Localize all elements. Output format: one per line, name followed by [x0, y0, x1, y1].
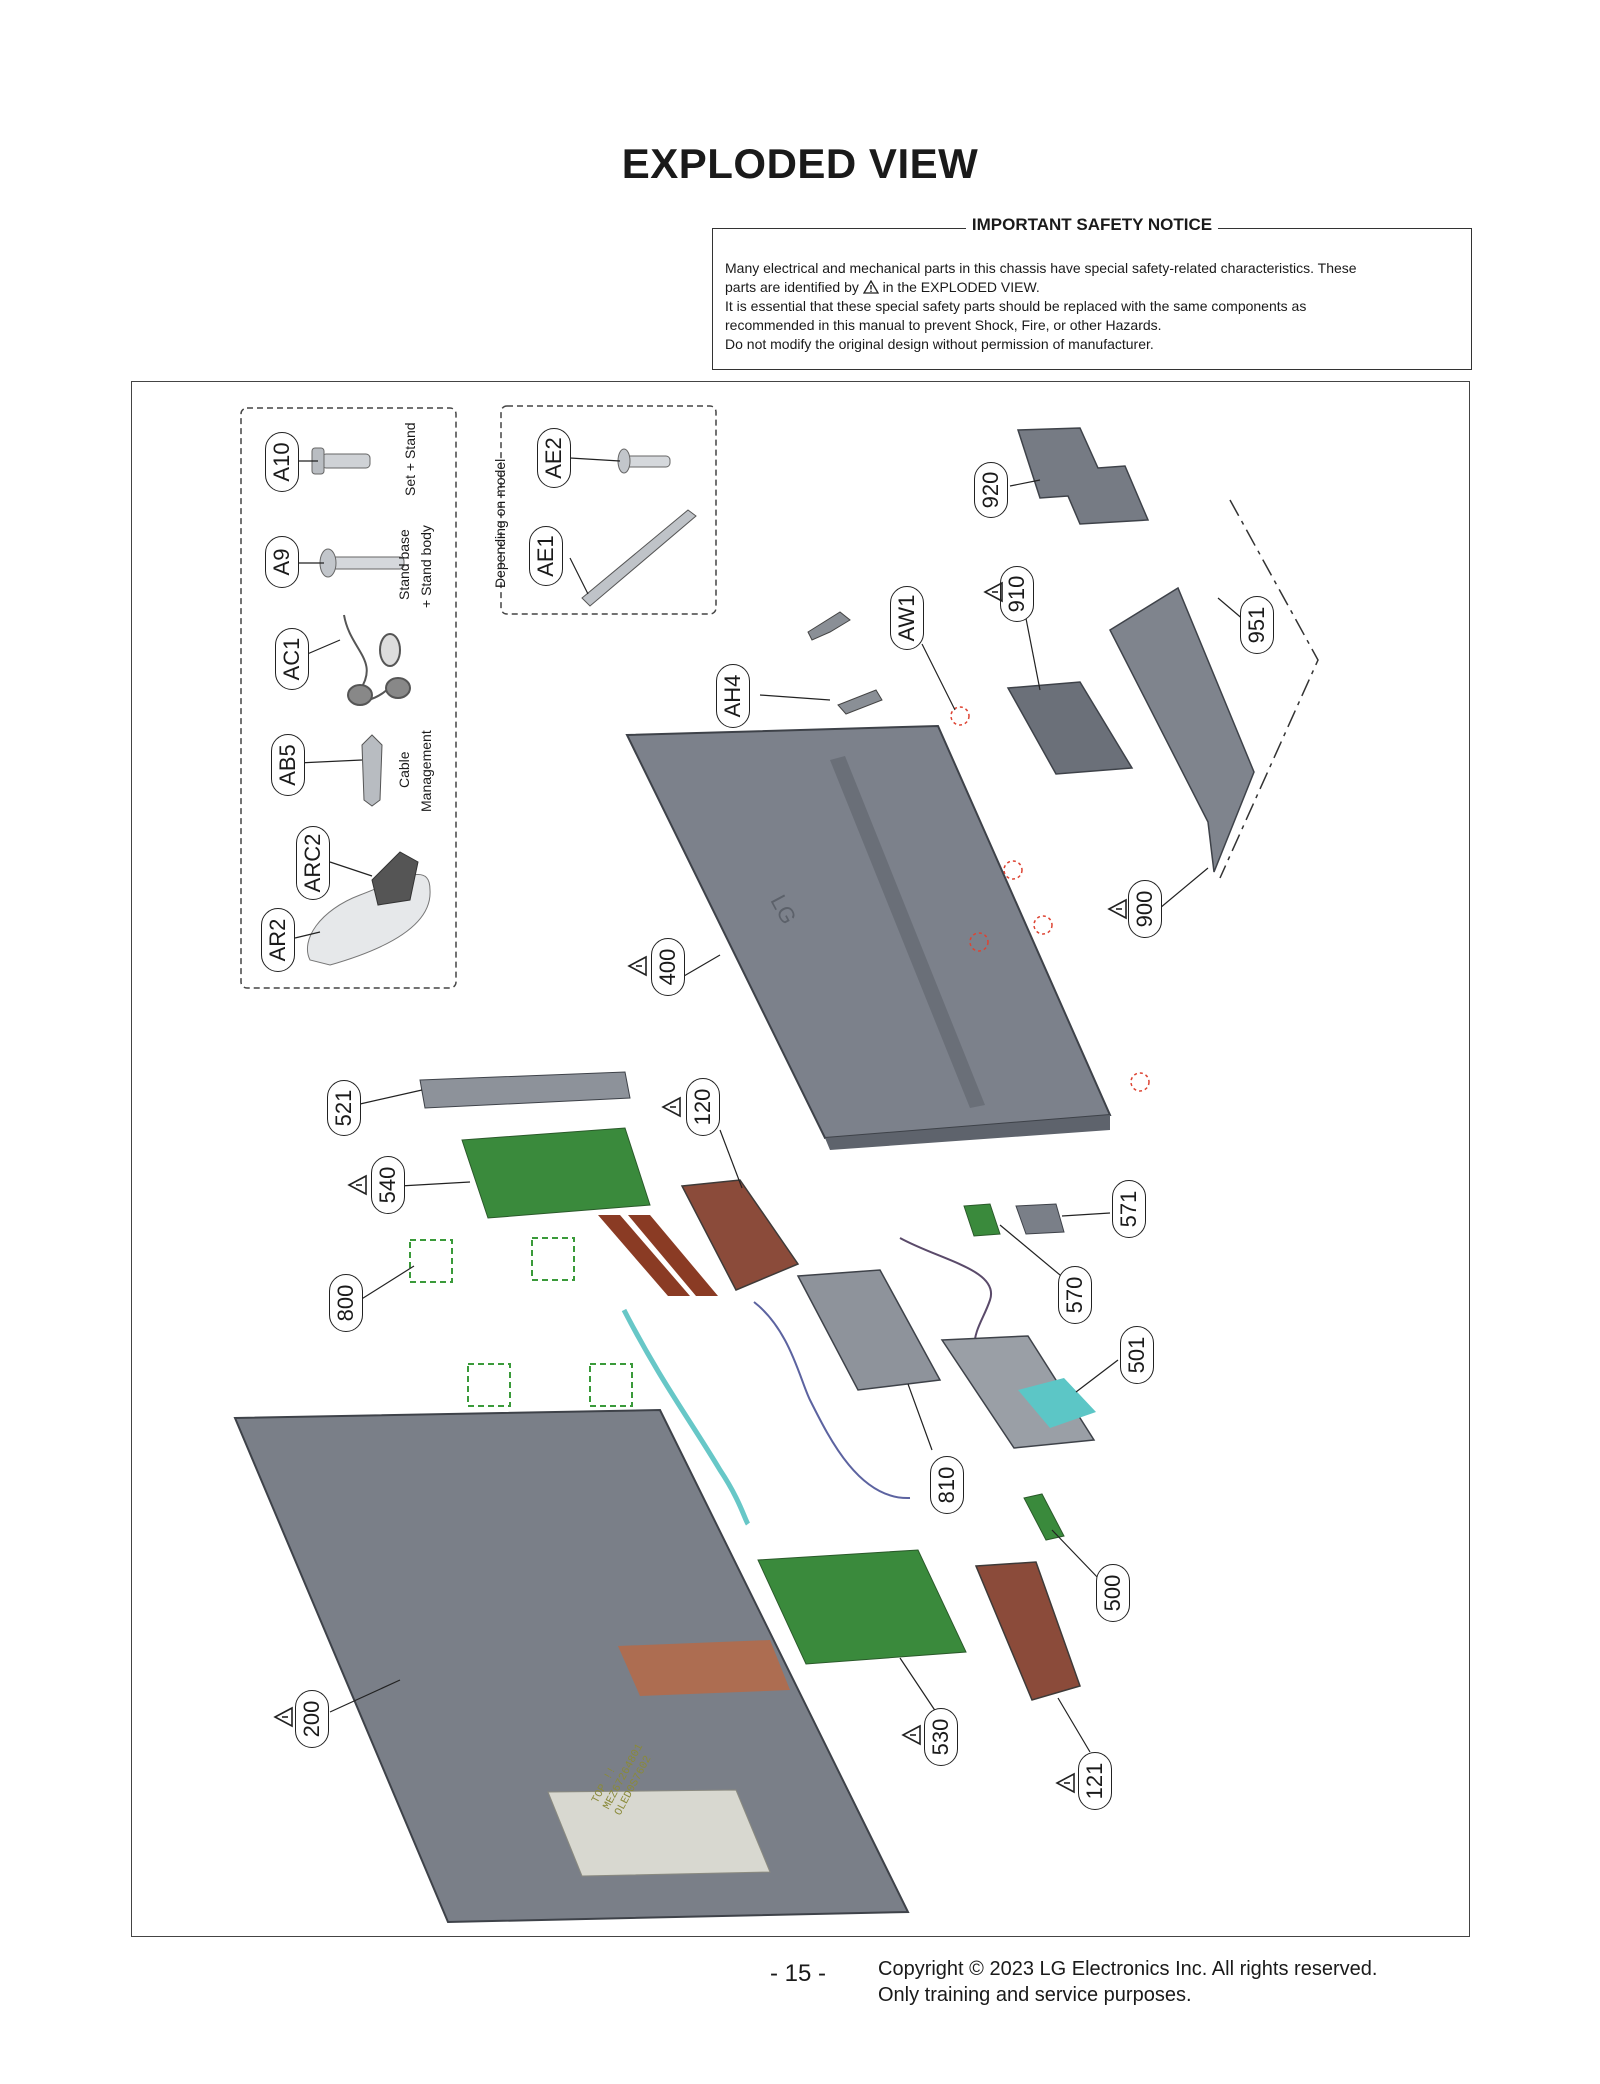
screw-marker [1130, 1072, 1150, 1092]
leader-lines [294, 457, 1259, 1753]
part-label-530: 530 [924, 1708, 958, 1766]
exploded-view-frame [131, 381, 1470, 1937]
ffc-cable-part [598, 1215, 690, 1296]
safety-notice-box: IMPORTANT SAFETY NOTICE Many electrical … [712, 215, 1472, 370]
part-label-200: 200 [295, 1690, 329, 1748]
speaker-right-part [974, 1561, 1081, 1701]
page-number: - 15 - [770, 1960, 827, 1987]
part-label-810: 810 [930, 1456, 964, 1514]
lvds-cable-part [621, 1308, 751, 1526]
part-label-ab5: AB5 [271, 734, 305, 796]
screw-ae2-icon [617, 448, 671, 474]
stand-outline [1219, 499, 1319, 879]
part-label-800: 800 [329, 1274, 363, 1332]
wire-harness-part [753, 1301, 911, 1500]
copyright-line: Copyright © 2023 LG Electronics Inc. All… [878, 1958, 1378, 1980]
safety-notice-line: It is essential that these special safet… [725, 298, 1307, 314]
part-label-a9: A9 [265, 536, 299, 588]
cable-clip-icon [361, 734, 383, 807]
back-cover-part: LG [625, 724, 1112, 1150]
center-bracket-part [796, 1269, 942, 1391]
note-cable: Cable [396, 751, 412, 788]
part-label-a10: A10 [265, 432, 299, 492]
part-label-ae1: AE1 [529, 526, 563, 586]
safety-notice-line: in the EXPLODED VIEW. [882, 279, 1040, 295]
remote-control-icon [306, 851, 431, 966]
screw-marker [1003, 860, 1023, 880]
part-label-900: 900 [1128, 880, 1162, 938]
part-label-aw1: AW1 [890, 586, 924, 650]
warning-triangle-icon [901, 1724, 921, 1746]
clip-box [589, 1363, 633, 1407]
note-stand-body: + Stand body [418, 525, 434, 608]
screw-marker [950, 706, 970, 726]
part-label-400: 400 [651, 938, 685, 996]
note-depending-on-model: Depending on model [492, 458, 508, 588]
part-label-120: 120 [686, 1078, 720, 1136]
hook-ah4-part [837, 689, 883, 715]
note-management: Management [418, 730, 434, 812]
safety-notice-heading: IMPORTANT SAFETY NOTICE [965, 215, 1219, 234]
clip-box [467, 1363, 511, 1407]
part-label-ar2: AR2 [261, 908, 295, 972]
board-bracket-part [419, 1071, 631, 1109]
power-heatsink-part [1018, 1378, 1096, 1428]
page-title: EXPLODED VIEW [621, 140, 979, 187]
hook-part [807, 611, 851, 641]
display-panel-part [233, 1408, 910, 1924]
part-label-951: 951 [1240, 596, 1274, 654]
stand-body-part [1006, 681, 1134, 775]
note-stand-base: Stand base [396, 529, 412, 600]
ir-board-part [963, 1203, 1001, 1237]
warning-triangle-icon [862, 280, 879, 294]
part-label-501: 501 [1120, 1326, 1154, 1384]
optional-parts-box [500, 405, 717, 615]
tcon-board-part [757, 1549, 967, 1665]
part-label-521: 521 [327, 1080, 361, 1136]
safety-notice-line: Many electrical and mechanical parts in … [725, 260, 1357, 276]
clip-box [531, 1237, 575, 1281]
safety-notice-line: recommended in this manual to prevent Sh… [725, 317, 1162, 333]
screw-marker [1033, 915, 1053, 935]
part-label-arc2: ARC2 [296, 826, 330, 900]
safety-notice-body: Many electrical and mechanical parts in … [725, 259, 1459, 354]
speaker-left-part [680, 1179, 800, 1291]
stand-plate-part [1016, 427, 1150, 525]
warning-triangle-icon [1055, 1772, 1075, 1794]
screw-a9-icon [319, 548, 405, 578]
safety-notice-line: parts are identified by [725, 279, 859, 295]
stand-base-part [1109, 586, 1255, 873]
part-label-571: 571 [1112, 1180, 1146, 1238]
part-label-ae2: AE2 [537, 428, 571, 488]
note-set-stand: Set + Stand [402, 422, 418, 496]
power-cord-icon [343, 614, 411, 706]
part-label-540: 540 [371, 1156, 405, 1214]
part-label-ah4: AH4 [716, 664, 750, 728]
bracket-ae1-icon [581, 509, 697, 607]
ir-bracket-part [1015, 1203, 1065, 1235]
part-label-121: 121 [1078, 1752, 1112, 1810]
warning-triangle-icon [347, 1174, 367, 1196]
ffc-cable-part [628, 1215, 718, 1296]
screw-marker [969, 932, 989, 952]
small-board-part [1023, 1493, 1065, 1541]
part-label-500: 500 [1096, 1564, 1130, 1622]
part-label-920: 920 [974, 462, 1008, 518]
copyright-line: Only training and service purposes. [878, 1984, 1192, 2006]
screw-a10-icon [311, 447, 371, 475]
safety-notice-line: Do not modify the original design withou… [725, 336, 1154, 352]
main-board-part [461, 1127, 651, 1219]
accessory-box [240, 407, 457, 989]
clip-box [409, 1239, 453, 1283]
warning-triangle-icon [273, 1706, 293, 1728]
part-label-ac1: AC1 [275, 628, 309, 690]
warning-triangle-icon [983, 581, 1003, 603]
part-label-570: 570 [1058, 1266, 1092, 1324]
part-label-910: 910 [1000, 566, 1034, 622]
warning-triangle-icon [661, 1096, 681, 1118]
copyright: Copyright © 2023 LG Electronics Inc. All… [878, 1956, 1377, 2008]
warning-triangle-icon [627, 955, 647, 977]
warning-triangle-icon [1107, 898, 1127, 920]
